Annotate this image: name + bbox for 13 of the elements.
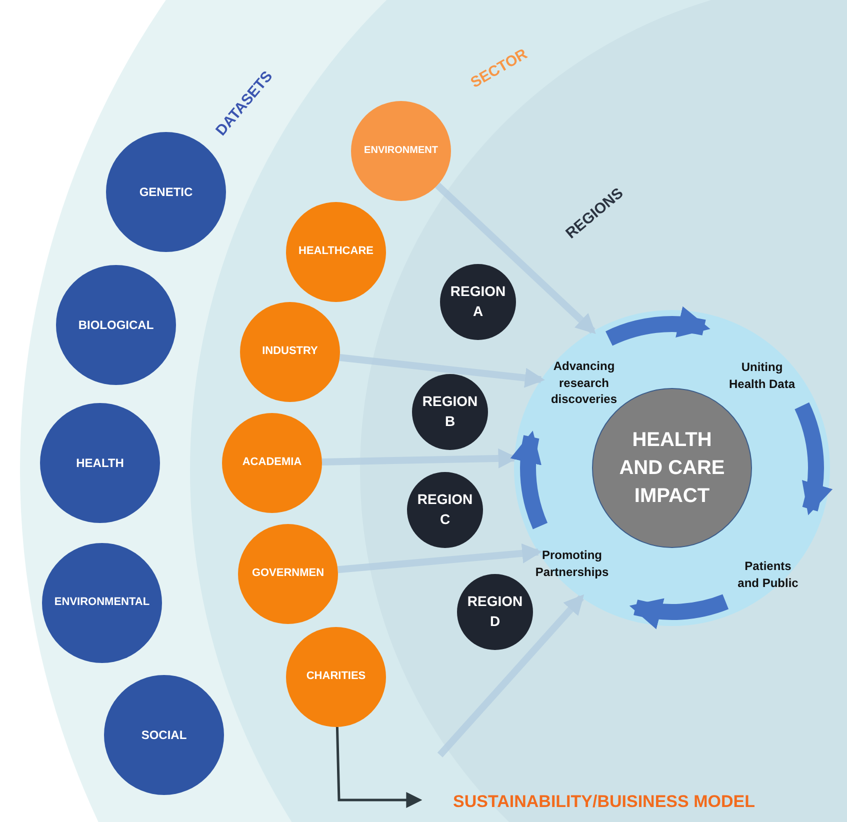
arrow [339, 354, 545, 388]
model-label: SUSTAINABILITY/BUISINESS MODEL [419, 790, 789, 814]
cycle-label: Patients and Public [736, 542, 800, 608]
arrow [338, 543, 542, 574]
arrow [629, 594, 728, 628]
arrow [435, 182, 596, 334]
cycle-label: Advancing research discoveries [545, 350, 623, 416]
arrow [336, 726, 422, 808]
arrow [437, 594, 584, 758]
cycle-label: Uniting Health Data [727, 343, 797, 409]
arrow [512, 430, 548, 529]
arrow [606, 308, 710, 346]
arrow [794, 402, 832, 516]
